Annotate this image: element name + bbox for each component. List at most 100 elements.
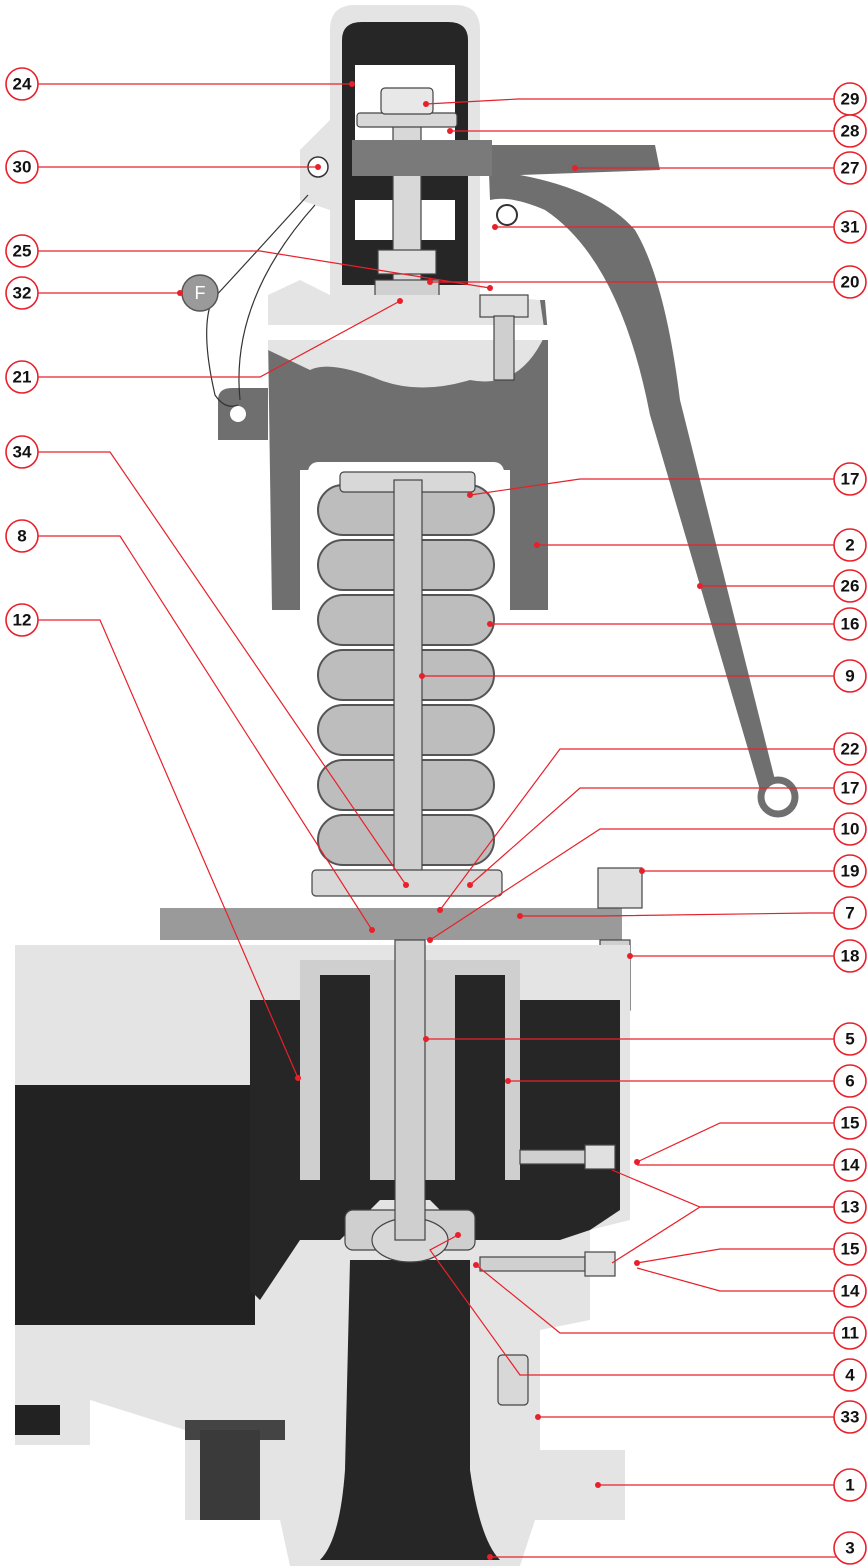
svg-text:17: 17 [841, 470, 860, 489]
svg-text:9: 9 [845, 667, 854, 686]
lever-arm [488, 145, 775, 790]
callout-33: 33 [833, 1400, 867, 1434]
bonnet-flange [160, 908, 622, 940]
drain-plug [497, 1354, 529, 1406]
callout-14-upper: 14 [833, 1148, 867, 1182]
callout-17-upper: 17 [833, 462, 867, 496]
callout-26: 26 [833, 569, 867, 603]
callout-31: 31 [833, 210, 867, 244]
callout-32: 32 [5, 276, 39, 310]
callout-13: 13 [833, 1190, 867, 1224]
svg-text:33: 33 [841, 1408, 860, 1427]
svg-text:31: 31 [841, 218, 860, 237]
callout-9: 9 [833, 659, 867, 693]
svg-text:32: 32 [13, 284, 32, 303]
svg-text:18: 18 [841, 947, 860, 966]
callout-14-lower: 14 [833, 1274, 867, 1308]
svg-text:10: 10 [841, 820, 860, 839]
bonnet-joint [255, 325, 555, 335]
svg-text:34: 34 [13, 443, 32, 462]
callout-24: 24 [5, 67, 39, 101]
svg-text:21: 21 [13, 368, 32, 387]
lever-pivot [496, 204, 518, 226]
callout-12: 12 [5, 603, 39, 637]
bonnet-ear-hole [230, 406, 246, 422]
svg-text:14: 14 [841, 1156, 860, 1175]
lift-nut [380, 87, 434, 115]
callout-3: 3 [833, 1531, 867, 1565]
callout-7: 7 [833, 896, 867, 930]
svg-text:12: 12 [13, 611, 32, 630]
callout-11: 11 [833, 1316, 867, 1350]
svg-text:20: 20 [841, 273, 860, 292]
svg-text:4: 4 [845, 1366, 855, 1385]
svg-text:14: 14 [841, 1282, 860, 1301]
outlet-port [15, 1085, 255, 1325]
callout-29: 29 [833, 82, 867, 116]
callout-17-lower: 17 [833, 771, 867, 805]
leader-dots [177, 81, 703, 1560]
callout-20: 20 [833, 265, 867, 299]
callout-8: 8 [5, 519, 39, 553]
svg-text:27: 27 [841, 159, 860, 178]
ring-pin-upper [519, 1149, 586, 1165]
valve-illustration: F [15, 5, 799, 1566]
callout-30: 30 [5, 150, 39, 184]
inlet-neck [320, 1260, 500, 1560]
callout-15-upper: 15 [833, 1106, 867, 1140]
svg-text:6: 6 [845, 1072, 854, 1091]
lock-nut [377, 249, 437, 275]
flange-bolt-head [597, 867, 643, 909]
callout-15-lower: 15 [833, 1232, 867, 1266]
callout-10: 10 [833, 812, 867, 846]
callout-4: 4 [833, 1358, 867, 1392]
callout-27: 27 [833, 151, 867, 185]
svg-text:28: 28 [841, 122, 860, 141]
ring-pin-upper-nut [584, 1144, 616, 1170]
svg-text:19: 19 [841, 862, 860, 881]
body-left-bolt [15, 1405, 60, 1435]
seal-lead-letter: F [195, 283, 206, 303]
seal-wire-2 [238, 204, 316, 401]
svg-text:15: 15 [841, 1240, 860, 1259]
svg-text:30: 30 [13, 158, 32, 177]
svg-text:17: 17 [841, 779, 860, 798]
svg-text:16: 16 [841, 615, 860, 634]
guide-cavity-right [455, 975, 505, 1180]
callout-22: 22 [833, 732, 867, 766]
svg-text:8: 8 [17, 527, 26, 546]
callout-6: 6 [833, 1064, 867, 1098]
svg-text:11: 11 [841, 1324, 859, 1343]
svg-text:2: 2 [845, 536, 854, 555]
svg-text:13: 13 [841, 1198, 860, 1217]
callout-19: 19 [833, 854, 867, 888]
callout-5: 5 [833, 1022, 867, 1056]
svg-text:26: 26 [841, 577, 860, 596]
svg-text:5: 5 [845, 1030, 854, 1049]
top-bolt-head [479, 294, 529, 318]
svg-text:15: 15 [841, 1114, 860, 1133]
ring-pin-lower [479, 1256, 586, 1272]
svg-text:1: 1 [845, 1476, 854, 1495]
lift-washer [356, 112, 458, 128]
svg-text:22: 22 [841, 740, 860, 759]
lower-flange-bolt [200, 1430, 260, 1520]
callouts: 24 30 25 32 21 34 8 12 29 28 27 31 20 17… [5, 67, 867, 1565]
callout-21: 21 [5, 360, 39, 394]
top-bolt-shank [493, 315, 515, 381]
callout-34: 34 [5, 435, 39, 469]
lever-fork [352, 140, 492, 176]
svg-text:29: 29 [841, 90, 860, 109]
callout-16: 16 [833, 607, 867, 641]
spindle-lower [394, 939, 426, 1241]
guide-cavity [320, 975, 370, 1180]
svg-text:25: 25 [13, 242, 32, 261]
spindle [393, 479, 423, 881]
body-flange-top [15, 950, 175, 980]
svg-text:3: 3 [845, 1539, 854, 1558]
callout-25: 25 [5, 234, 39, 268]
callout-1: 1 [833, 1468, 867, 1502]
ring-pin-lower-nut [584, 1251, 616, 1277]
callout-2: 2 [833, 528, 867, 562]
